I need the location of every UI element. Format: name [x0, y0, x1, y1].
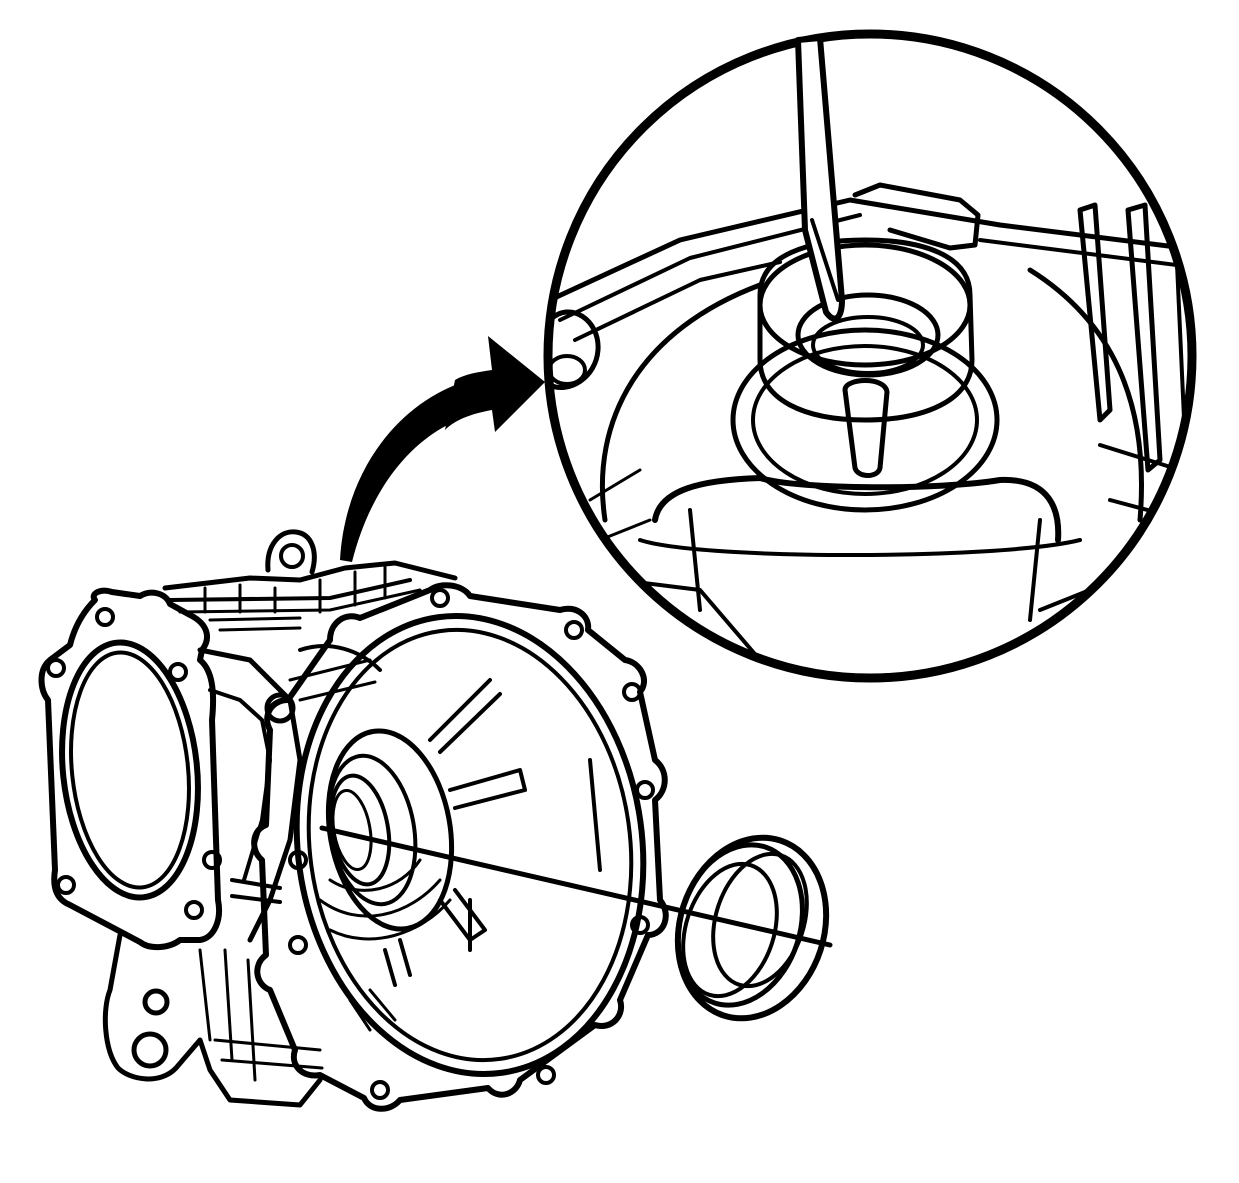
screwdriver-tool — [795, 35, 845, 322]
seal-bore-main — [318, 728, 455, 941]
curved-arrow — [340, 336, 545, 562]
differential-housing — [38, 529, 833, 1112]
detail-callout — [543, 29, 1197, 683]
leader-line — [319, 825, 833, 948]
left-flange — [38, 587, 222, 950]
internal-ribs — [348, 678, 602, 1032]
top-ribs — [162, 560, 458, 632]
right-flange — [251, 582, 669, 1112]
lifting-eye — [265, 529, 317, 575]
bottom-mount — [102, 932, 324, 1108]
seal-ring — [674, 834, 830, 1022]
